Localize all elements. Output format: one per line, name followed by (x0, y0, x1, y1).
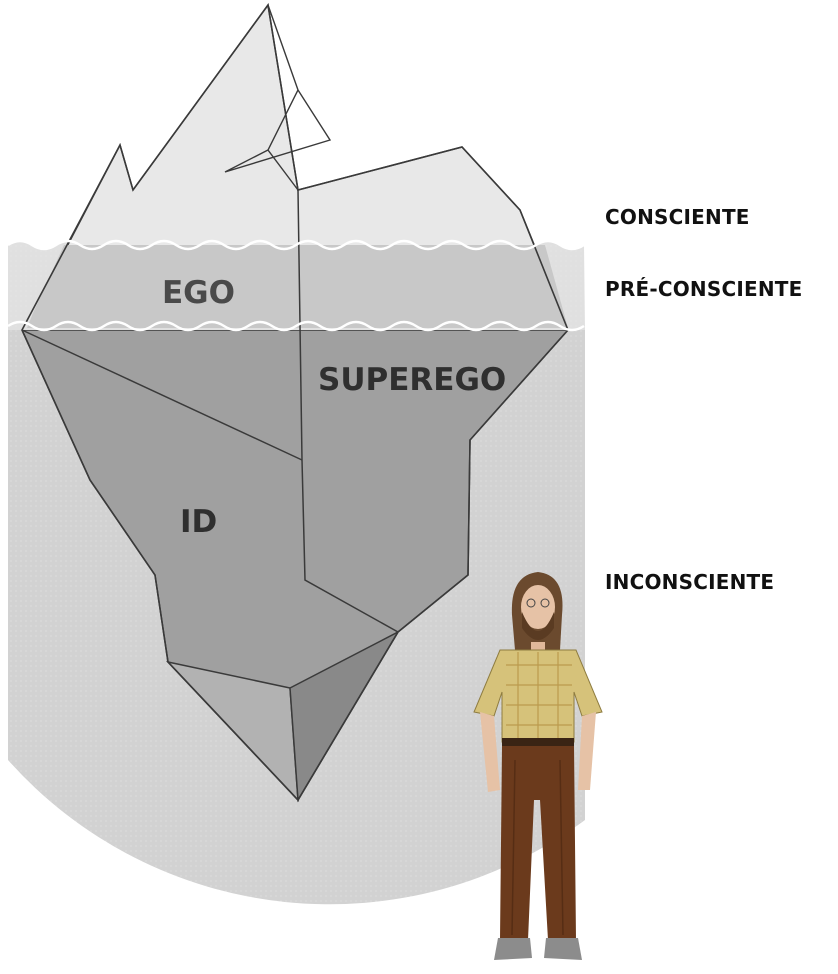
person-shoe-left (494, 938, 532, 960)
preconscious-label: PRÉ-CONSCIENTE (605, 277, 803, 301)
conscious-label: CONSCIENTE (605, 205, 750, 229)
person-neck (531, 642, 545, 652)
superego-label: SUPEREGO (318, 362, 506, 398)
person-figure (473, 572, 603, 960)
person-pants-shading (511, 759, 564, 936)
person-face (521, 585, 555, 629)
person-shirt-plaid (506, 652, 572, 742)
person-belt (502, 738, 574, 746)
iceberg-preconscious (27, 245, 568, 328)
ego-label: EGO (162, 275, 235, 311)
divider-id (21, 329, 303, 461)
iceberg-outline (21, 2, 569, 802)
person-glasses-right (540, 598, 550, 608)
person-shoe-right (544, 938, 582, 960)
unconscious-label: INCONSCIENTE (605, 570, 775, 594)
person-glasses-left (526, 598, 536, 608)
wave-line-top (7, 239, 585, 251)
person-pants (500, 746, 576, 940)
person-beard (522, 612, 554, 640)
wave-line-bottom (7, 320, 585, 332)
person-arm-right (578, 712, 596, 790)
person-arm-left (480, 712, 500, 792)
id-label: ID (180, 504, 217, 540)
peak-inner-line (224, 4, 332, 191)
